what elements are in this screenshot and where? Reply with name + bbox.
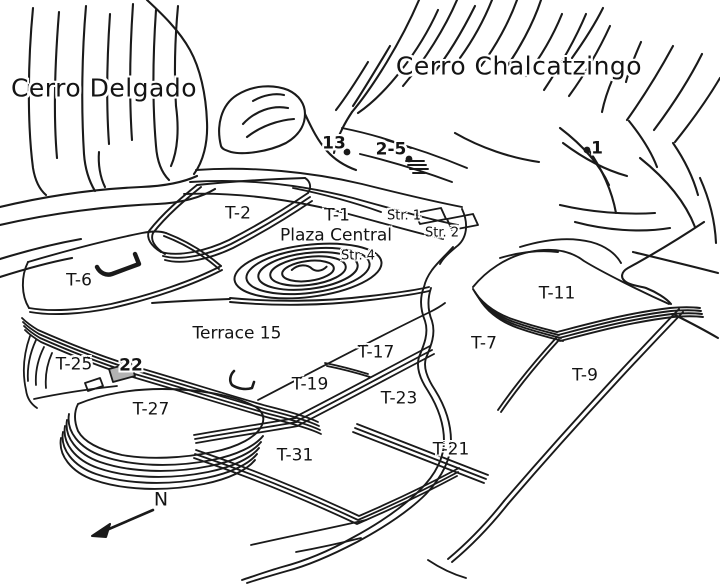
- label-terrace-t2: T-2: [225, 203, 251, 224]
- stream: [241, 246, 467, 584]
- label-terrace-t25: T-25: [55, 354, 93, 375]
- label-terrace-t23: T-23: [380, 388, 418, 409]
- label-monument-1: 1: [591, 138, 603, 159]
- label-monument-2-5: 2-5: [375, 139, 407, 160]
- label-structure-4: Str. 4: [340, 248, 376, 264]
- terrace-t27-outline: [59, 388, 265, 490]
- t25-small-structure: [84, 377, 104, 392]
- label-cerro-delgado: Cerro Delgado: [10, 73, 198, 103]
- label-structure-2: Str. 2: [424, 225, 460, 241]
- terrace-t11-outline: [472, 238, 704, 342]
- structure-1-outline: [414, 207, 447, 225]
- delgado-foothill-lines: [0, 174, 217, 279]
- label-monument-22: 22: [119, 355, 143, 376]
- label-structure-1: Str. 1: [386, 208, 422, 224]
- label-monument-13: 13: [322, 133, 346, 154]
- southern-terrace-scarps: [193, 302, 489, 553]
- terrace-t7-t9-boundaries: [447, 308, 684, 563]
- label-terrace-t21: T-21: [432, 439, 470, 460]
- structure-4-mound: [233, 242, 383, 300]
- t6-l-shaped-structure: [94, 251, 142, 277]
- label-terrace-t7: T-7: [471, 333, 497, 354]
- cerro-chalcatzingo-hill-lines: [334, 0, 720, 144]
- plaza-central-structures: [151, 207, 479, 306]
- monument-13-dot: [343, 148, 351, 156]
- monument-22-structure: [108, 362, 136, 383]
- label-plaza-central: Plaza Central: [279, 225, 393, 246]
- label-terrace-t1: T-1: [324, 205, 350, 226]
- terrace-t6-outline: [21, 230, 223, 316]
- label-north: N: [153, 488, 169, 511]
- label-terrace-t27: T-27: [132, 399, 170, 420]
- chalcatzingo-lower-slope-lines: [332, 110, 720, 340]
- saddle-knoll: [218, 85, 358, 172]
- monument-2-5-dot: [405, 155, 413, 163]
- label-terrace-15: Terrace 15: [192, 323, 282, 344]
- label-terrace-t31: T-31: [276, 445, 314, 466]
- monument-dots: [343, 146, 591, 163]
- label-terrace-t17: T-17: [357, 342, 395, 363]
- label-terrace-t19: T-19: [291, 374, 329, 395]
- label-terrace-t9: T-9: [572, 365, 598, 386]
- terrace15-bracket-structure: [228, 369, 256, 391]
- label-terrace-t6: T-6: [66, 270, 92, 291]
- stairway-hatch: [405, 160, 429, 174]
- cerro-delgado-hill-lines: [27, 0, 209, 197]
- north-arrow-icon: [90, 508, 155, 539]
- label-cerro-chalcatzingo: Cerro Chalcatzingo: [395, 51, 643, 81]
- terrace-t25-and-central-scarp: [21, 317, 322, 435]
- monument-1-dot: [583, 146, 591, 154]
- label-terrace-t11: T-11: [538, 283, 576, 304]
